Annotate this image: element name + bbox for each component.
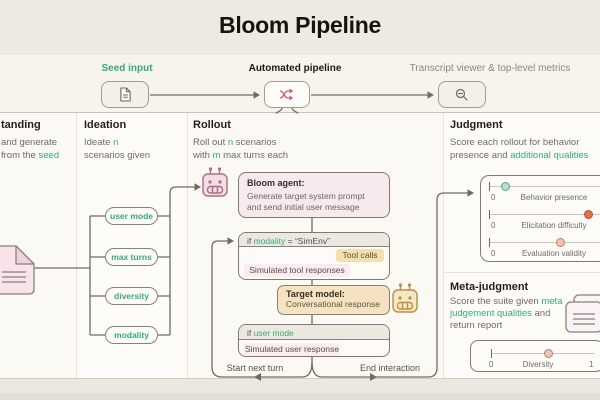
n-keyword: n	[227, 137, 234, 148]
report-stack-icon	[565, 294, 600, 333]
diversity-slider: 0 Diversity 1	[481, 348, 595, 374]
judgment-heading: Judgment	[450, 119, 503, 131]
evaluation-validity-slider: 0 Evaluation validity	[489, 237, 600, 263]
slider-name-label: Evaluation validity	[521, 249, 587, 258]
judgment-meta-divider	[444, 272, 600, 273]
simulated-user-response-badge: Simulated user response	[244, 343, 340, 356]
seed-document-icon	[0, 245, 35, 295]
simulated-tool-responses-badge: Simulated tool responses	[244, 264, 350, 277]
target-model-title: Target model:	[286, 289, 345, 299]
slider-min-label: 0	[489, 360, 494, 369]
judgment-sliders-panel: 0 Behavior presence 0 Elicitation diffic…	[480, 175, 600, 262]
slider-dot	[501, 182, 510, 191]
page-title: Bloom Pipeline	[219, 12, 381, 38]
target-robot-icon	[392, 283, 418, 313]
slider-tick	[489, 210, 491, 219]
modality-keyword: modality	[253, 235, 286, 246]
param-user-mode-box: user mode	[105, 207, 158, 225]
n-keyword: n	[113, 137, 119, 148]
automated-pipeline-node	[264, 81, 310, 108]
slider-tick	[489, 238, 491, 247]
slider-track	[489, 186, 600, 187]
slider-max-label: 1	[589, 360, 594, 369]
slider-dot	[556, 238, 565, 247]
seed-keyword: seed	[38, 150, 60, 161]
judgement-qualities-keyword: judgement qualities	[450, 308, 532, 319]
slider-tick	[489, 182, 491, 191]
target-model-desc: Conversational response	[286, 299, 381, 309]
ideation-description: Ideate n scenarios given	[84, 137, 151, 161]
param-modality-box: modality	[105, 326, 158, 344]
column-divider-3	[443, 113, 444, 378]
target-model-box: Target model: Conversational response	[277, 285, 390, 315]
bloom-agent-box: Bloom agent: Generate target system prom…	[238, 172, 390, 218]
pipeline-shuffle-icon	[279, 88, 293, 101]
column-divider-2	[187, 113, 188, 378]
slider-dot	[584, 210, 593, 219]
rollout-heading: Rollout	[193, 119, 231, 131]
param-max-turns-box: max turns	[105, 248, 158, 266]
arrowheads	[194, 91, 474, 381]
slider-min-label: 0	[491, 221, 496, 230]
meta-judgment-heading: Meta-judgment	[450, 281, 529, 293]
meta-judgment-description: Score the suite given meta judgement qua…	[450, 296, 563, 331]
document-icon	[119, 87, 131, 102]
param-diversity-box: diversity	[105, 287, 158, 305]
behavior-presence-slider: 0 Behavior presence	[489, 181, 600, 207]
bloom-agent-title: Bloom agent:	[247, 178, 305, 188]
elicitation-difficulty-slider: 0 Elicitation difficulty	[489, 209, 600, 235]
transcript-viewer-node	[438, 81, 486, 108]
transcript-viewer-label: Transcript viewer & top-level metrics	[409, 63, 571, 74]
meta-keyword: meta	[541, 296, 563, 307]
meta-slider-panel: 0 Diversity 1	[470, 340, 600, 372]
slider-tick	[491, 349, 493, 358]
understanding-heading: tanding	[1, 119, 41, 131]
ideation-heading: Ideation	[84, 119, 127, 131]
if-user-mode-header: if user mode	[239, 325, 389, 340]
bloom-agent-text: Generate target system prompt and send i…	[247, 191, 365, 212]
slider-dot	[544, 349, 553, 358]
if-user-mode-box: if user mode Simulated user response	[238, 324, 390, 357]
rollout-description: Roll out n scenarios with m max turns ea…	[193, 137, 289, 161]
slider-name-label: Diversity	[522, 360, 554, 369]
bottom-band-edge	[0, 393, 600, 400]
user-mode-keyword: user mode	[253, 327, 294, 338]
understanding-description: and generate from the seed	[1, 137, 60, 161]
slider-name-label: Elicitation difficulty	[521, 221, 587, 230]
start-next-turn-label: Start next turn	[226, 363, 284, 373]
m-keyword: m	[212, 150, 221, 161]
slider-min-label: 0	[491, 193, 496, 202]
slider-track	[489, 214, 600, 215]
seed-input-node	[101, 81, 149, 108]
slider-name-label: Behavior presence	[520, 193, 588, 202]
magnifier-icon	[455, 88, 468, 101]
automated-pipeline-label: Automated pipeline	[248, 63, 342, 74]
judgment-description: Score each rollout for behavior presence…	[450, 137, 589, 161]
tool-calls-badge: Tool calls	[336, 249, 384, 262]
if-modality-box: if modality = “SimEnv” Tool calls Simula…	[238, 232, 390, 280]
end-interaction-label: End interaction	[359, 363, 421, 373]
bloom-robot-icon	[202, 167, 228, 197]
slider-track	[491, 353, 595, 354]
column-divider-1	[76, 113, 77, 378]
if-modality-header: if modality = “SimEnv”	[239, 233, 389, 247]
slider-track	[489, 242, 600, 243]
additional-qualities-keyword: additional qualities	[510, 150, 589, 161]
seed-input-label: Seed input	[101, 63, 153, 74]
slider-min-label: 0	[491, 249, 496, 258]
